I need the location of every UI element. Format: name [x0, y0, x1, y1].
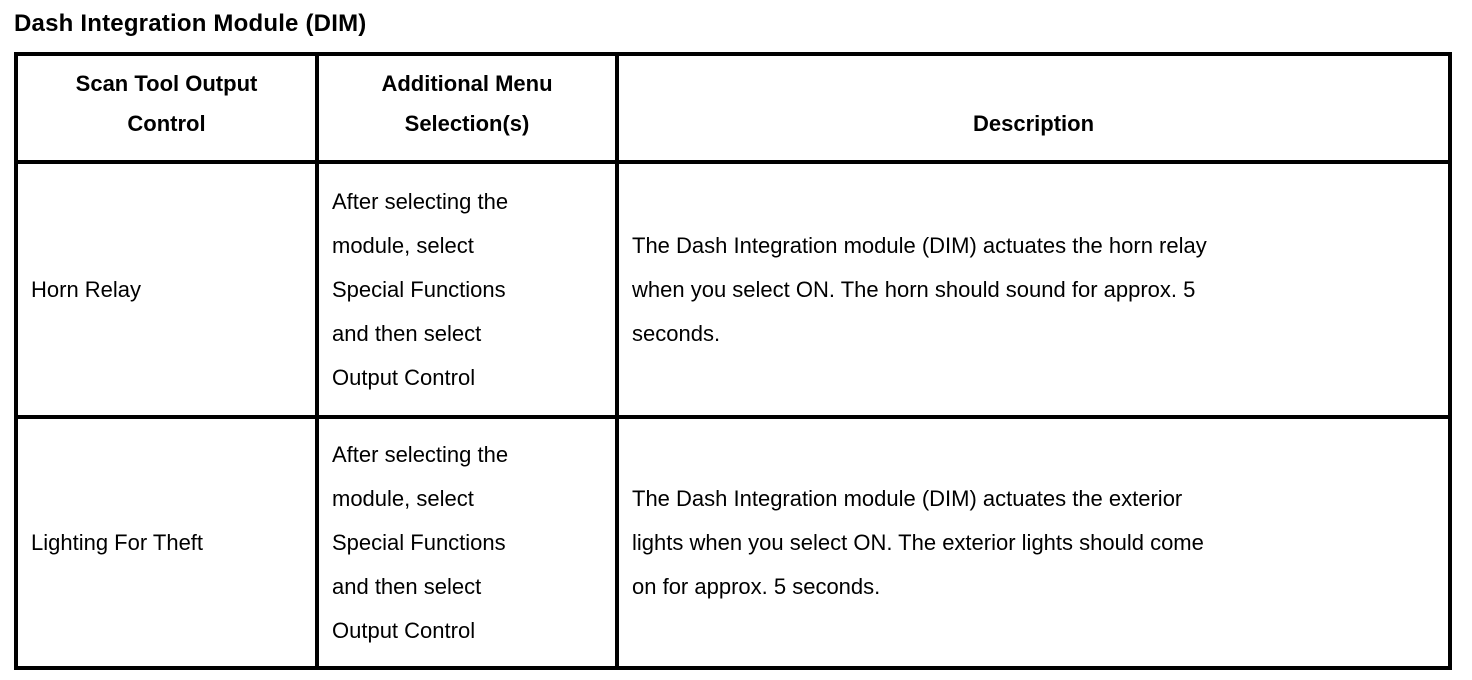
table-row-horn-relay: Horn Relay After selecting the module, s… [14, 160, 1452, 419]
description-cell: The Dash Integration module (DIM) actuat… [615, 160, 1452, 419]
menu-selection-cell: After selecting the module, select Speci… [315, 415, 619, 670]
page-title: Dash Integration Module (DIM) [14, 10, 367, 37]
description-cell: The Dash Integration module (DIM) actuat… [615, 415, 1452, 670]
table-row-lighting-for-theft: Lighting For Theft After selecting the m… [14, 415, 1452, 670]
menu-selection-cell: After selecting the module, select Speci… [315, 160, 619, 419]
table-header-row: Scan Tool Output Control Additional Menu… [14, 52, 1452, 164]
output-control-cell: Horn Relay [14, 160, 319, 419]
output-control-cell: Lighting For Theft [14, 415, 319, 670]
scan-tool-output-control-table: Scan Tool Output Control Additional Menu… [14, 52, 1452, 670]
column-header-scan-tool-output-control: Scan Tool Output Control [14, 52, 319, 164]
column-header-description: Description [615, 52, 1452, 164]
column-header-additional-menu-selections: Additional Menu Selection(s) [315, 52, 619, 164]
